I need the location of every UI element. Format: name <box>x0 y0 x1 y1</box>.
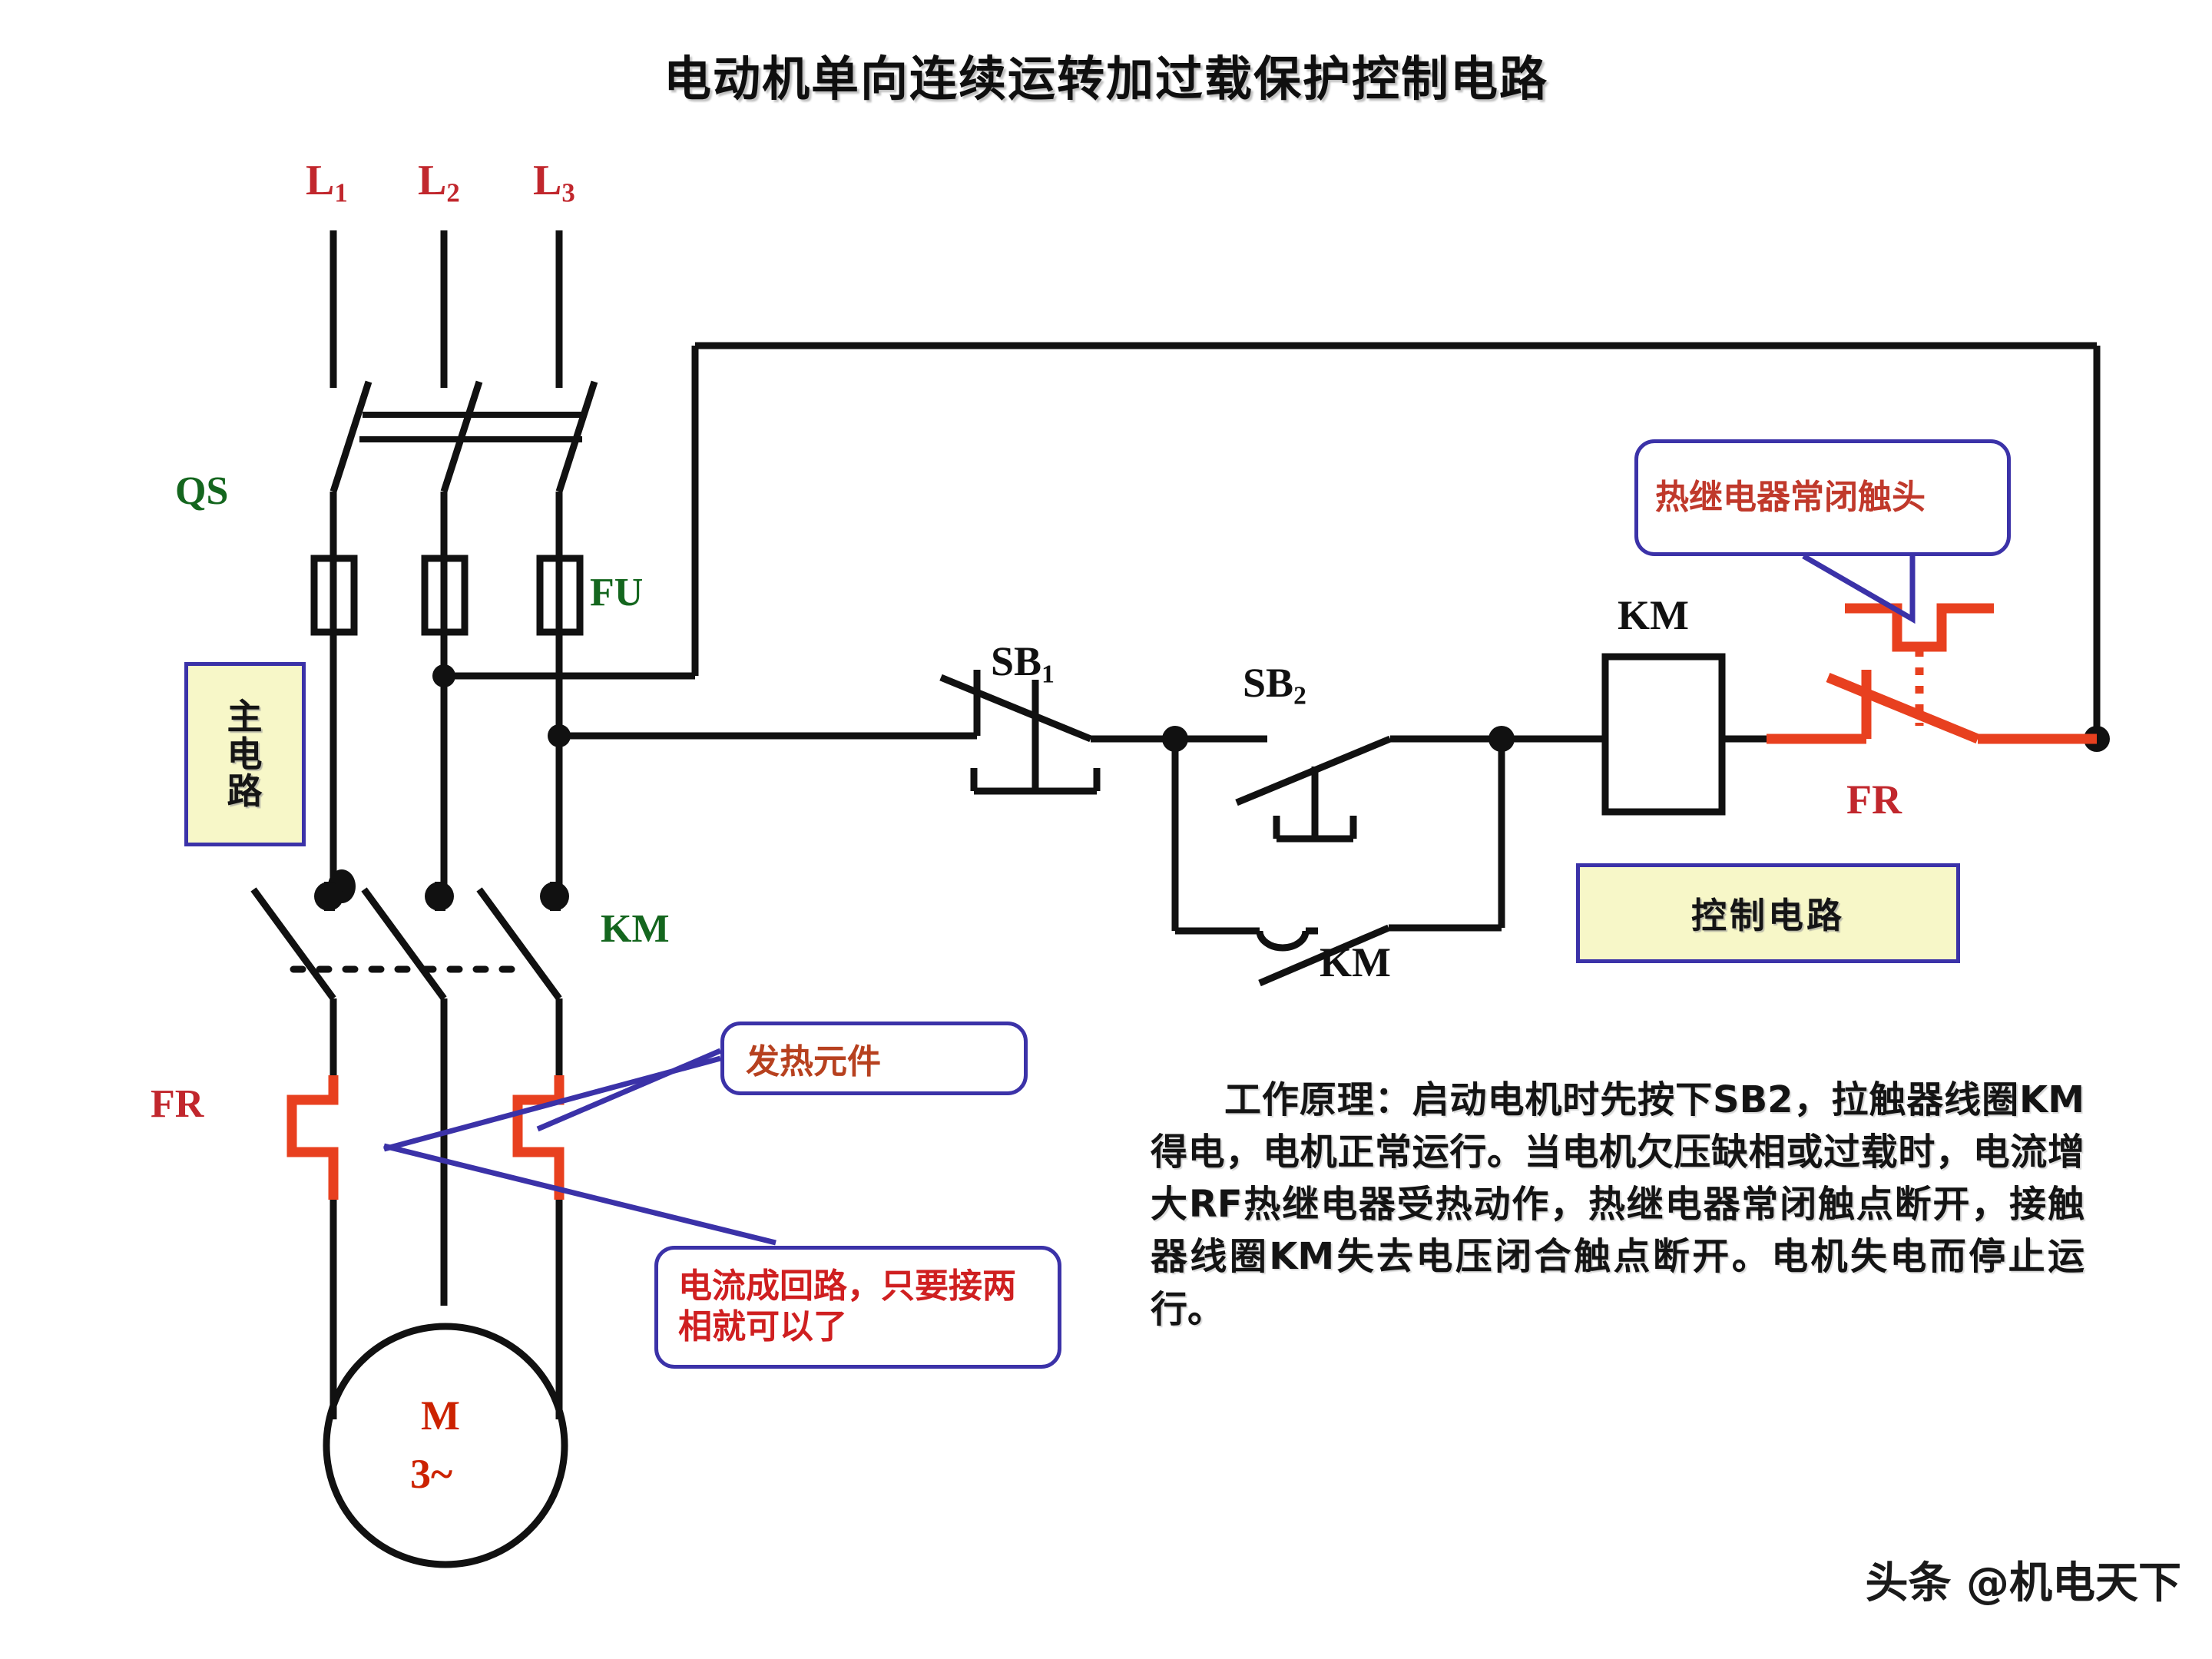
watermark: 头条 @机电天下 <box>1865 1558 2182 1608</box>
fr-control-label: FR <box>1846 777 1902 823</box>
km-main-label: KM <box>601 907 670 951</box>
page-title: 电动机单向连续运转加过载保护控制电路 <box>663 51 1548 107</box>
callout-thermal-relay-nc: 热继电器常闭触头 <box>1634 439 2011 556</box>
callout-leaders <box>383 553 1916 1246</box>
main-circuit-legend-box: 主 电 路 <box>184 662 306 846</box>
control-circuit-legend-box: 控制电路 <box>1576 863 1960 963</box>
phase-label-l2: L2 <box>418 157 460 208</box>
fr-main-label: FR <box>151 1082 204 1126</box>
fr-nc-contact <box>1767 603 2097 744</box>
sb1-label: SB1 <box>991 638 1055 689</box>
km-contact-terminals <box>314 869 569 911</box>
phase-label-l1: L1 <box>306 157 348 208</box>
motor-label-phase: 3~ <box>410 1451 453 1497</box>
fu-label: FU <box>590 571 644 614</box>
km-aux-label: KM <box>1320 939 1391 985</box>
km-coil-label: KM <box>1618 592 1689 638</box>
callout-current-loop: 电流成回路，只要接两相就可以了 <box>654 1246 1061 1369</box>
main-circuit-char-2: 电 <box>227 733 263 775</box>
thermal-relay-elements <box>286 1075 565 1200</box>
callout-heating-element: 发热元件 <box>720 1022 1028 1095</box>
main-circuit-char-3: 路 <box>227 770 263 813</box>
phase-label-l3: L3 <box>533 157 575 208</box>
main-circuit-char-1: 主 <box>227 695 263 737</box>
motor-label-m: M <box>421 1392 460 1439</box>
qs-label: QS <box>175 469 229 513</box>
sb2-label: SB2 <box>1243 660 1306 710</box>
working-principle-text: 工作原理：启动电机时先按下SB2，拉触器线圈KM得电，电机正常运行。当电机欠压缺… <box>1151 1078 2085 1331</box>
